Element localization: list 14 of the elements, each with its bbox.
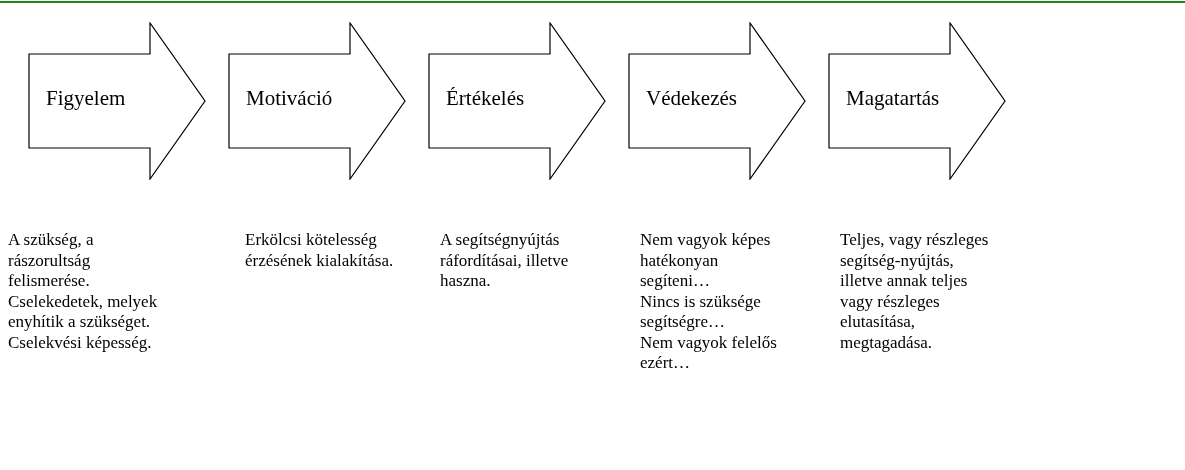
description-text: Nem vagyok felelős ezért… (640, 332, 778, 374)
stage-label: Értékelés (446, 86, 525, 111)
description-text: Cselekvési képesség. (8, 332, 153, 353)
stage-label: Védekezés (646, 86, 737, 111)
description-text: Erkölcsi kötelesség érzésének kialakítása. (245, 230, 395, 271)
stage-label: Magatartás (846, 86, 940, 111)
description-text: Nem vagyok képes hatékonyan segíteni… (640, 230, 772, 292)
description-text: A segítségnyújtás ráfordításai, illetve haszna. (440, 230, 570, 292)
stage-label: Figyelem (46, 86, 126, 111)
description-text: Cselekedetek, melyek enyhítik a szükséget. (8, 291, 158, 333)
description-text: Teljes, vagy részleges segítség-nyújtás, illetve annak teljes vagy részleges elutasítása, megtagadása. (840, 230, 990, 353)
description-text: Nincs is szüksége segítségre… (640, 291, 762, 333)
description-text: A szükség, a rászorultság felismerése. (8, 230, 95, 292)
stage-label: Motiváció (246, 86, 333, 111)
